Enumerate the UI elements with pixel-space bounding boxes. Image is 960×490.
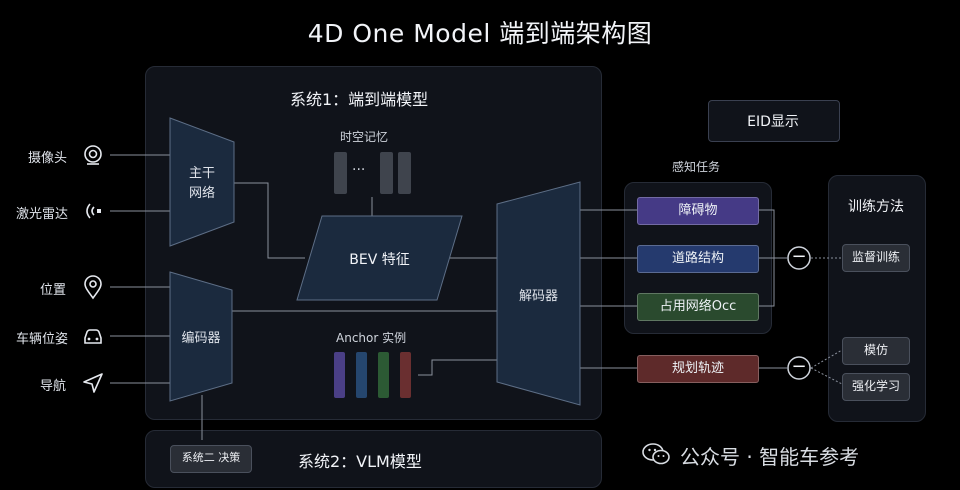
input-label-camera: 摄像头 [28,151,68,166]
imitation-learning: 模仿 [842,337,910,365]
memory-bar-3 [398,152,411,194]
perception-title: 感知任务 [672,160,721,174]
memory-bar-1 [334,152,347,194]
minus-circle-perception [787,246,811,270]
encoder-shape [169,271,233,402]
location-pin-icon [80,273,106,301]
lidar-icon [80,198,106,224]
decoder-shape [496,181,581,406]
encoder-label: 编码器 [181,331,221,346]
car-icon [80,323,106,349]
watermark-text: 公众号 · 智能车参考 [680,445,860,469]
bev-shape [296,215,463,301]
output-obstacles: 障碍物 [637,197,759,225]
training-title: 训练方法 [848,199,904,215]
backbone-shape [169,117,235,247]
bev-label: BEV 特征 [349,252,410,268]
anchor-bar-1 [334,352,345,398]
memory-bar-2 [380,152,393,194]
wechat-icon [641,441,671,467]
system2-title: 系统2：VLM模型 [298,452,422,471]
system1-title: 系统1：端到端模型 [290,90,429,109]
input-label-navigation: 导航 [40,379,67,394]
page-title: 4D One Model 端到端架构图 [307,19,653,48]
navigation-arrow-icon [80,370,106,396]
output-road-structure: 道路结构 [637,245,759,273]
backbone-label-line2: 网络 [188,186,215,201]
minus-circle-planning [787,356,811,380]
memory-label: 时空记忆 [340,130,389,144]
input-label-vehicle-pose: 车辆位姿 [16,332,69,347]
backbone-label-line1: 主干 [188,166,215,181]
memory-dots: ··· [352,162,366,178]
camera-icon [80,142,106,168]
reinforcement-learning: 强化学习 [842,373,910,401]
input-label-lidar: 激光雷达 [16,207,69,222]
decoder-label: 解码器 [518,289,558,304]
input-label-location: 位置 [40,283,67,298]
anchor-label: Anchor 实例 [336,331,407,345]
system2-decision-box: 系统二 决策 [170,445,252,473]
eid-box [708,100,840,142]
supervised-training: 监督训练 [842,244,910,272]
minus-symbol-perception: − [791,246,807,267]
anchor-bar-3 [378,352,389,398]
anchor-bar-4 [400,352,411,398]
anchor-bar-2 [356,352,367,398]
output-planning: 规划轨迹 [637,355,759,383]
output-occupancy: 占用网络Occ [637,293,759,321]
eid-label: EID显示 [747,114,799,130]
minus-symbol-planning: − [791,356,807,377]
